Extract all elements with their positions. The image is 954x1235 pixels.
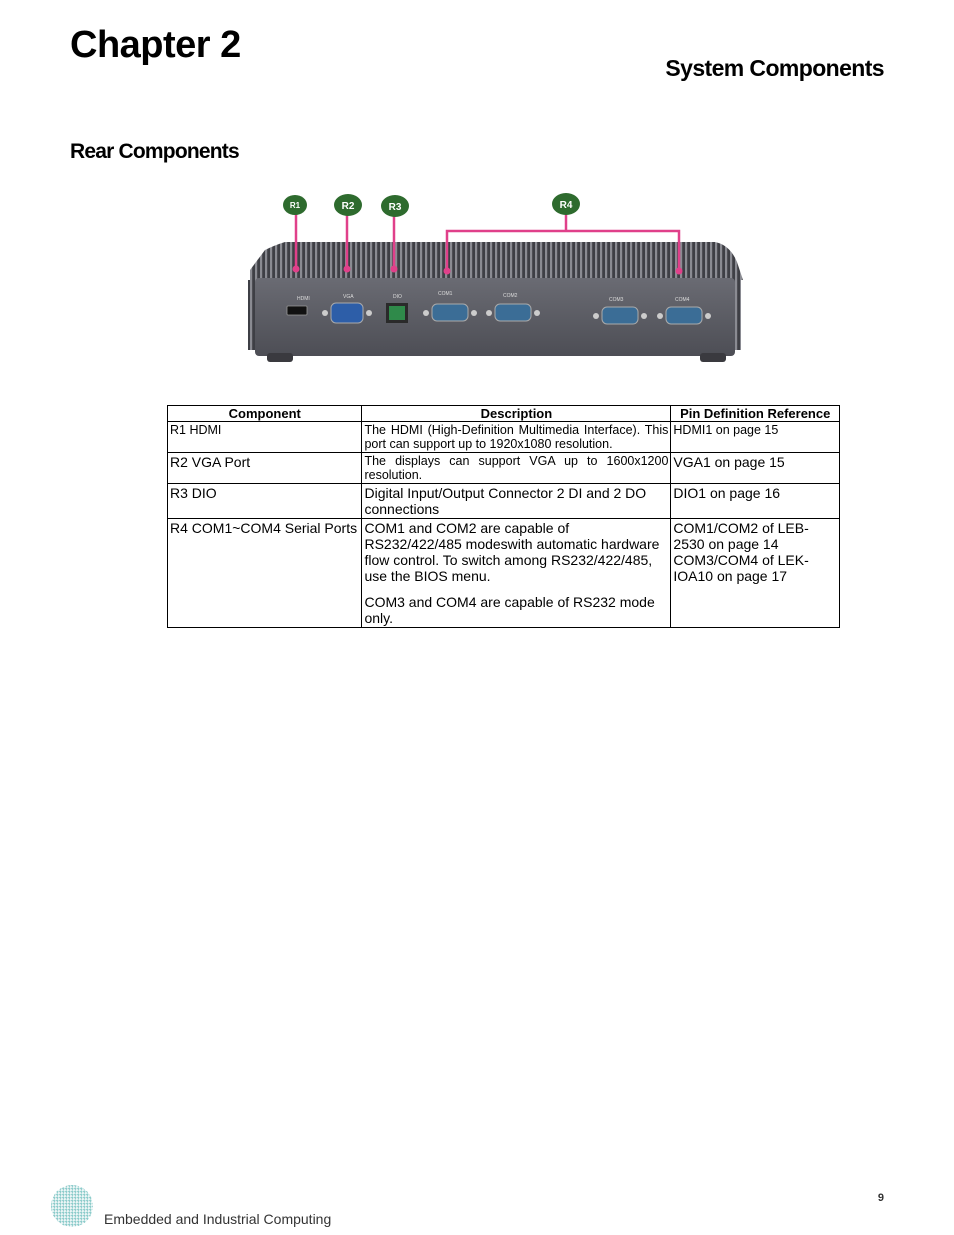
- callout-r2-label: R2: [342, 201, 355, 212]
- table-row: R1 HDMI The HDMI (High-Definition Multim…: [166, 421, 840, 453]
- cell-reference: VGA1 on page 15: [670, 452, 840, 484]
- table-header-row: Component Description Pin Definition Ref…: [166, 405, 840, 422]
- com1-screw-right: [471, 310, 477, 316]
- cell-reference: DIO1 on page 16: [670, 483, 840, 519]
- foot-left: [267, 353, 293, 362]
- callout-r1: [283, 195, 307, 215]
- cell-component: R3 DIO: [166, 483, 363, 519]
- com2-screw-right: [534, 310, 540, 316]
- port-label-hdmi: HDMI: [297, 296, 310, 302]
- callout-r4-label: R4: [560, 200, 573, 211]
- cell-component: R1 HDMI: [166, 421, 363, 453]
- cell-description: Digital Input/Output Connector 2 DI and …: [361, 483, 672, 519]
- heatsink-fins: [250, 242, 743, 280]
- dio-terminal: [389, 306, 405, 320]
- description-paragraph: COM3 and COM4 are capable of RS232 mode …: [364, 594, 655, 626]
- page-number: 9: [877, 1192, 884, 1204]
- callout-r4: [552, 193, 580, 215]
- footer-tagline: Embedded and Industrial Computing: [104, 1211, 332, 1227]
- callout-r1-label: R1: [290, 201, 301, 210]
- subsection-title: Rear Components: [70, 140, 240, 163]
- hdmi-port: [286, 305, 308, 316]
- com3-screw-right: [641, 313, 647, 319]
- chapter-title: Chapter 2: [70, 24, 241, 66]
- rear-components-table: Component Description Pin Definition Ref…: [166, 405, 840, 628]
- callout-r3-label: R3: [389, 202, 402, 213]
- port-label-vga: VGA: [343, 294, 354, 300]
- cell-component: R4 COM1~COM4 Serial Ports: [166, 518, 363, 628]
- cell-reference: COM1/COM2 of LEB-2530 on page 14 COM3/CO…: [670, 518, 840, 628]
- rear-panel-figure: HDMI VGA DIO COM1 COM2 COM3 COM4 R1: [248, 193, 743, 362]
- cell-reference: HDMI1 on page 15: [670, 421, 840, 453]
- table-row: R4 COM1~COM4 Serial Ports COM1 and COM2 …: [166, 518, 840, 628]
- callout-r2: [334, 194, 362, 216]
- vga-screw-left: [322, 310, 328, 316]
- port-label-com3: COM3: [609, 297, 624, 303]
- com4-screw-right: [705, 313, 711, 319]
- header-pin-reference: Pin Definition Reference: [670, 405, 840, 422]
- port-label-com4: COM4: [675, 297, 690, 303]
- header-component: Component: [166, 405, 363, 422]
- cell-description: COM1 and COM2 are capable of RS232/422/4…: [361, 518, 672, 628]
- port-label-com1: COM1: [438, 291, 453, 297]
- vga-screw-right: [366, 310, 372, 316]
- callout-r3: [381, 195, 409, 217]
- com3-screw-left: [593, 313, 599, 319]
- com1-port: [431, 303, 469, 322]
- section-title: System Components: [665, 55, 884, 81]
- description-paragraph: COM1 and COM2 are capable of RS232/422/4…: [364, 520, 660, 584]
- port-label-dio: DIO: [393, 294, 402, 300]
- com4-port: [665, 306, 703, 325]
- side-fins-left: [248, 280, 256, 350]
- com4-screw-left: [657, 313, 663, 319]
- com2-screw-left: [486, 310, 492, 316]
- leader-dots: [292, 265, 683, 275]
- port-label-com2: COM2: [503, 293, 518, 299]
- com3-port: [601, 306, 639, 325]
- cell-component: R2 VGA Port: [166, 452, 363, 484]
- table-row: R2 VGA Port The displays can support VGA…: [166, 452, 840, 484]
- foot-right: [700, 353, 726, 362]
- table-row: R3 DIO Digital Input/Output Connector 2 …: [166, 483, 840, 519]
- com1-screw-left: [423, 310, 429, 316]
- header-description: Description: [361, 405, 672, 422]
- cell-description: The HDMI (High-Definition Multimedia Int…: [361, 421, 672, 453]
- side-fins-right: [733, 280, 741, 350]
- vga-port: [330, 302, 364, 324]
- com2-port: [494, 303, 532, 322]
- cell-description: The displays can support VGA up to 1600x…: [361, 452, 672, 484]
- company-logo-icon: [51, 1185, 93, 1227]
- leader-lines: [294, 212, 681, 270]
